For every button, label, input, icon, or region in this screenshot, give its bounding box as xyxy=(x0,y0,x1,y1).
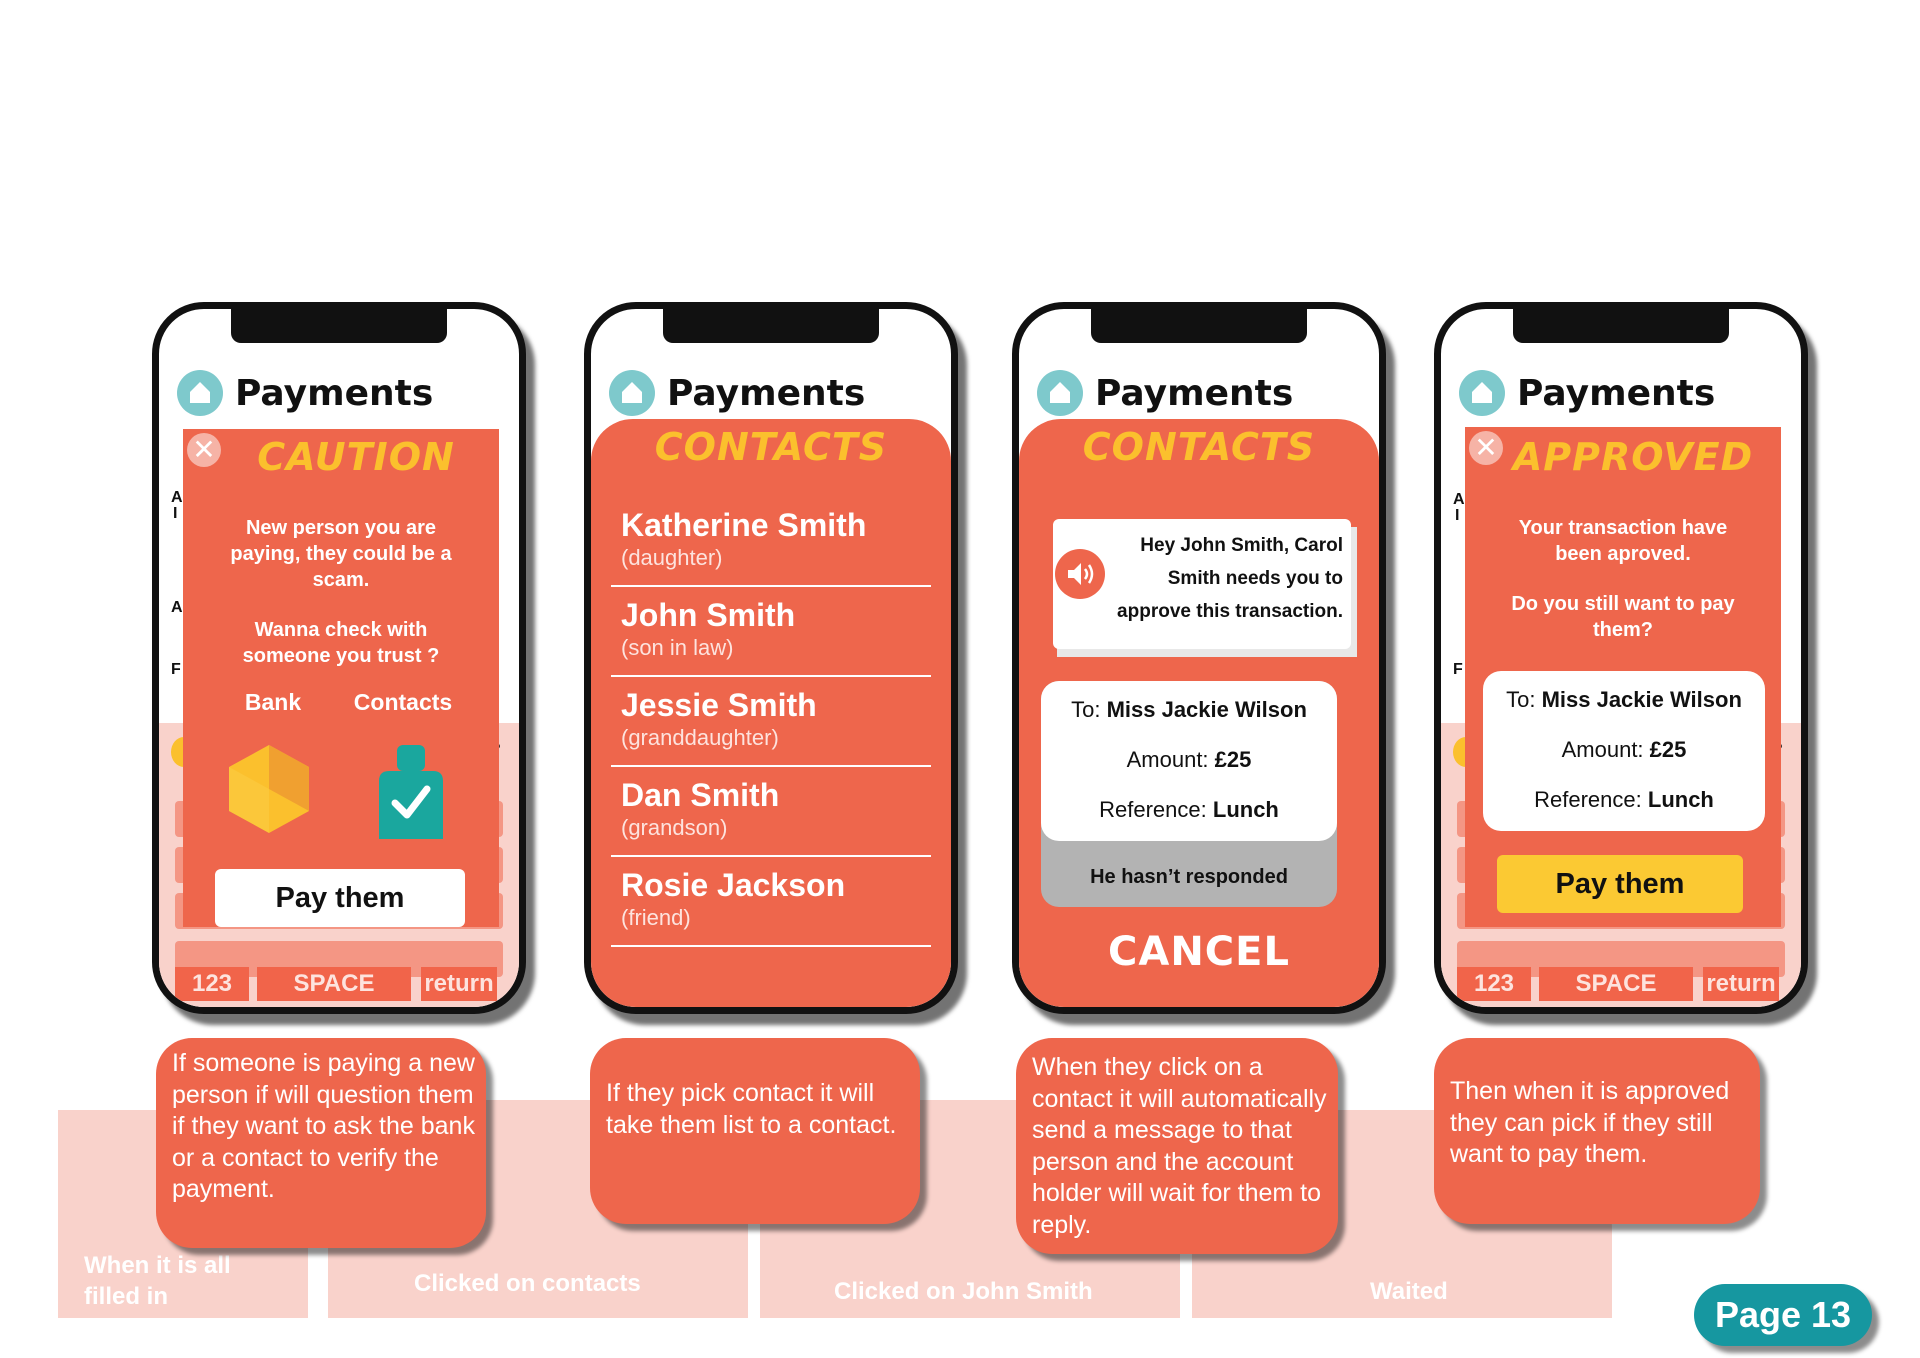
transaction-card: To: Miss Jackie Wilson Amount: £25 Refer… xyxy=(1483,671,1765,831)
note-text: If they pick contact it will take them l… xyxy=(606,1079,897,1139)
app-title: Payments xyxy=(1517,372,1716,414)
step-label-2: Clicked on contacts xyxy=(414,1270,641,1297)
phone-screen-approved: Payments 123 SPACE return A I F ? ✕ APPR… xyxy=(1434,302,1808,1014)
panel-title: CONTACTS xyxy=(654,425,888,469)
contact-item[interactable]: John Smith (son in law) xyxy=(611,587,931,677)
background-fragment: A xyxy=(171,599,183,616)
phone-notch xyxy=(231,309,447,343)
pay-them-button[interactable]: Pay them xyxy=(1497,855,1743,913)
dialog-title: CAUTION xyxy=(257,435,455,479)
background-fragment: I xyxy=(173,505,178,522)
caution-question: Wanna check with someone you trust ? xyxy=(242,619,440,667)
transaction-reference: Reference: Lunch xyxy=(1099,797,1279,822)
phone-notch xyxy=(1091,309,1307,343)
phone-screen-contacts: Payments CONTACTS Katherine Smith (daugh… xyxy=(584,302,958,1014)
note-text: If someone is paying a new person if wil… xyxy=(172,1049,475,1203)
app-title: Payments xyxy=(235,372,434,414)
key-123[interactable]: 123 xyxy=(175,967,249,1001)
key-123[interactable]: 123 xyxy=(1457,967,1531,1001)
contact-relation: (grandson) xyxy=(621,815,728,840)
phone-notch xyxy=(663,309,879,343)
approved-message: Your transaction have been aproved. xyxy=(1518,517,1728,565)
step-label-1: When it is all filled in xyxy=(84,1252,231,1311)
step-label-3: Clicked on John Smith xyxy=(834,1278,1093,1305)
key-return[interactable]: return xyxy=(1703,967,1779,1001)
transaction-reference: Reference: Lunch xyxy=(1534,787,1714,812)
phone-notch xyxy=(1513,309,1729,343)
caution-dialog: ✕ CAUTION New person you are paying, the… xyxy=(183,429,499,927)
note-text: When they click on a contact it will aut… xyxy=(1032,1053,1327,1239)
contact-relation: (friend) xyxy=(621,905,691,930)
transaction-to: To: Miss Jackie Wilson xyxy=(1071,697,1307,722)
cancel-button[interactable]: CANCEL xyxy=(1108,929,1290,975)
option-contacts-label: Contacts xyxy=(353,689,453,715)
app-header: Payments xyxy=(1459,367,1715,419)
note-bubble-2: If they pick contact it will take them l… xyxy=(590,1038,920,1224)
approved-dialog: ✕ APPROVED Your transaction have been ap… xyxy=(1465,427,1781,927)
contact-item[interactable]: Katherine Smith (daughter) xyxy=(611,497,931,587)
page-number-badge: Page 13 xyxy=(1694,1284,1872,1346)
contact-item[interactable]: Rosie Jackson (friend) xyxy=(611,857,931,947)
app-header: Payments xyxy=(1037,367,1293,419)
panel-title: CONTACTS xyxy=(1082,425,1316,469)
transaction-amount: Amount: £25 xyxy=(1126,747,1252,772)
contacts-icon[interactable] xyxy=(375,741,447,841)
contact-item[interactable]: Dan Smith (grandson) xyxy=(611,767,931,857)
close-icon[interactable]: ✕ xyxy=(1469,431,1503,465)
contact-item[interactable]: Jessie Smith (granddaughter) xyxy=(611,677,931,767)
home-icon[interactable] xyxy=(1459,370,1505,416)
message-card: Hey John Smith, Carol Smith needs you to… xyxy=(1053,519,1351,649)
phone-screen-caution: Payments 123 SPACE return A I A F ? ✕ CA… xyxy=(152,302,526,1014)
key-space[interactable]: SPACE xyxy=(1539,967,1693,1001)
contact-name: Dan Smith xyxy=(621,777,780,813)
close-icon[interactable]: ✕ xyxy=(187,433,221,467)
home-icon[interactable] xyxy=(177,370,223,416)
contact-relation: (daughter) xyxy=(621,545,723,570)
transaction-to: To: Miss Jackie Wilson xyxy=(1506,687,1742,712)
caution-message: New person you are paying, they could be… xyxy=(230,517,452,591)
app-title: Payments xyxy=(667,372,866,414)
app-header: Payments xyxy=(177,367,433,419)
contact-name: John Smith xyxy=(621,597,796,633)
transaction-amount: Amount: £25 xyxy=(1561,737,1687,762)
option-bank-label: Bank xyxy=(244,689,302,715)
phone-screen-waiting: Payments CONTACTS Hey John Smith, Carol … xyxy=(1012,302,1386,1014)
bank-icon[interactable] xyxy=(221,741,317,837)
contact-name: Rosie Jackson xyxy=(621,867,846,903)
note-bubble-3: When they click on a contact it will aut… xyxy=(1016,1038,1338,1254)
dialog-title: APPROVED xyxy=(1512,435,1754,479)
note-bubble-1: If someone is paying a new person if wil… xyxy=(156,1038,486,1248)
background-fragment: F xyxy=(1453,661,1463,678)
key-space[interactable]: SPACE xyxy=(257,967,411,1001)
note-text: Then when it is approved they can pick i… xyxy=(1450,1077,1730,1168)
approval-message: Hey John Smith, Carol Smith needs you to… xyxy=(1117,535,1343,622)
step-label-4: Waited xyxy=(1370,1278,1448,1305)
key-return[interactable]: return xyxy=(421,967,497,1001)
app-header: Payments xyxy=(609,367,865,419)
status-text: He hasn’t responded xyxy=(1090,866,1288,888)
contact-name: Katherine Smith xyxy=(621,507,867,543)
pay-them-button[interactable]: Pay them xyxy=(215,869,465,927)
contact-relation: (granddaughter) xyxy=(621,725,779,750)
background-fragment: F xyxy=(171,661,181,678)
contacts-panel: CONTACTS Katherine Smith (daughter) John… xyxy=(591,419,951,1007)
contact-relation: (son in law) xyxy=(621,635,734,660)
home-icon[interactable] xyxy=(609,370,655,416)
home-icon[interactable] xyxy=(1037,370,1083,416)
note-bubble-4: Then when it is approved they can pick i… xyxy=(1434,1038,1760,1224)
approved-question: Do you still want to pay them? xyxy=(1511,593,1735,641)
speaker-icon[interactable] xyxy=(1055,549,1105,599)
background-fragment: A xyxy=(171,489,183,506)
background-fragment: I xyxy=(1455,507,1460,524)
contact-name: Jessie Smith xyxy=(621,687,817,723)
background-fragment: A xyxy=(1453,491,1465,508)
contacts-panel: CONTACTS Hey John Smith, Carol Smith nee… xyxy=(1019,419,1379,1007)
app-title: Payments xyxy=(1095,372,1294,414)
transaction-card: To: Miss Jackie Wilson Amount: £25 Refer… xyxy=(1041,681,1337,841)
